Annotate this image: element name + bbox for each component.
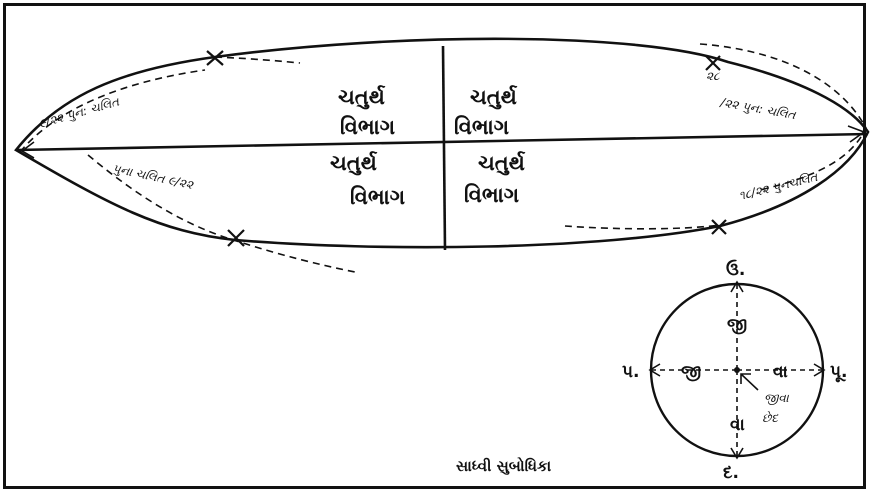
arrow-south [730,447,744,460]
note-right-bottom: ૧૮/૨૨ પુનચલિત [737,170,820,203]
quadrant-bottom-left-line1: ચતુર્થ [330,151,378,176]
compass-note-line1: જીવા [764,391,790,405]
quadrant-bottom-left-line2: વિભાગ [350,185,405,209]
cross-marker [227,229,245,247]
note-left-top: ૯/૨૨ પુન: ચલિત [37,94,122,131]
compass-south-arm-label: વા [730,415,745,435]
dashed-path [19,43,867,273]
arrow-center [740,373,759,391]
note-right-top-b: /૨૨ પુન: ચલિત [718,95,797,122]
compass: ઉ. દ. પૂ. પ. જી જી વા વા જીવા છેદ [622,259,848,483]
note-left-bottom: પુના ચલિત ૯/૨૨ [111,161,195,192]
arrow-right [847,125,866,143]
cross-marker [711,219,727,235]
note-right-top-a: ૨૮ [706,69,721,83]
compass-east-arm-label: વા [773,362,788,382]
author-credit: સાધ્વી સુબોધિકા [456,456,552,475]
arrow-left [20,141,35,159]
cross-marker [206,50,224,66]
quadrant-top-right-line1: ચતુર્થ [470,85,518,110]
compass-south-label: દ. [723,463,739,483]
quadrant-bottom-right-line1: ચતુર્થ [478,151,526,176]
quadrant-top-left-line2: વિભાગ [340,115,395,139]
compass-west-label: પ. [622,362,640,382]
horizontal-axis [15,132,869,152]
compass-north-arm-label: જી [727,315,747,335]
vertical-axis [441,45,447,251]
quadrant-bottom-right-line2: વિભાગ [464,183,519,207]
arrow-north [730,280,744,293]
cross-marker [705,55,721,71]
compass-note-line2: છેદ [762,411,779,425]
quadrant-top-left-line1: ચતુર્થ [338,85,386,110]
compass-north-label: ઉ. [726,259,745,280]
arrow-east [813,363,826,377]
lens-outline [14,37,870,249]
compass-west-arm-label: જી [681,362,701,382]
arrow-west [648,363,661,377]
quadrant-top-right-line2: વિભાગ [454,115,509,139]
compass-east-label: પૂ. [830,362,848,382]
